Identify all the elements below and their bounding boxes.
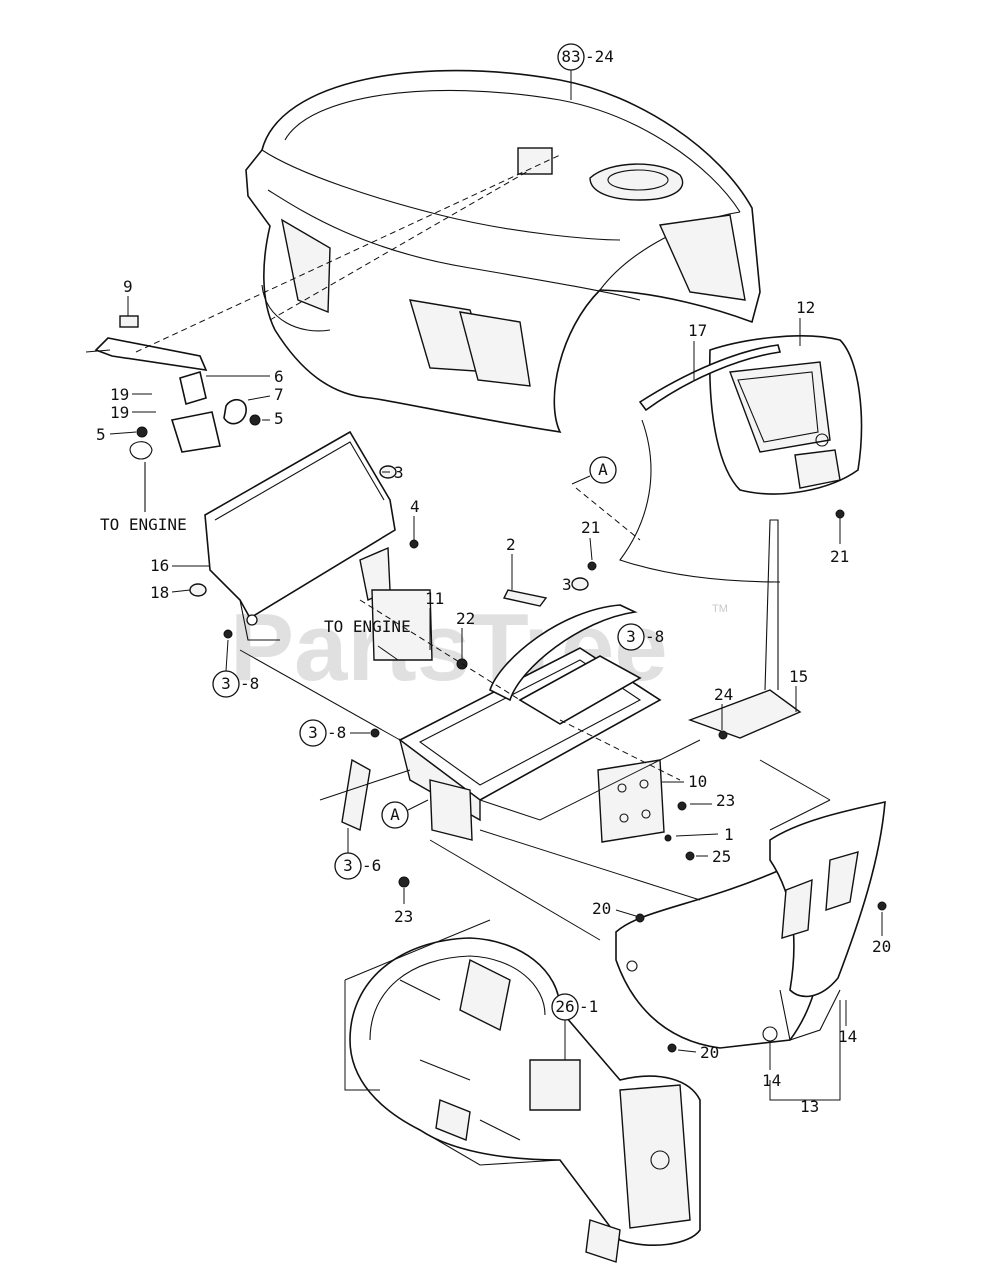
callout-3-8-b: 3 -8 bbox=[299, 719, 370, 747]
part-label-23-left: 23 bbox=[394, 907, 413, 926]
part-label-23-right: 23 bbox=[716, 791, 735, 810]
part-label-9: 9 bbox=[123, 277, 133, 296]
hood-latch-part bbox=[85, 315, 247, 512]
part-label-18: 18 bbox=[150, 583, 169, 602]
callout-A-top-label: A bbox=[598, 460, 608, 479]
part-label-14-left: 14 bbox=[762, 1071, 781, 1090]
assembly-lines bbox=[144, 480, 841, 1101]
part-label-17: 17 bbox=[688, 321, 707, 340]
part-label-20-bottom: 20 bbox=[700, 1043, 719, 1062]
part-label-16: 16 bbox=[150, 556, 169, 575]
callout-3-8-c: 3 -8 bbox=[617, 623, 664, 651]
part-label-21-right: 21 bbox=[830, 547, 849, 566]
part-label-3-top: 3 bbox=[394, 463, 404, 482]
part-number-labels: 9 6 19 19 7 5 5 12 17 3 4 21 21 16 2 3 1… bbox=[96, 277, 891, 1116]
callout-3-8-a: 3 -8 bbox=[212, 639, 259, 698]
part-label-15: 15 bbox=[789, 667, 808, 686]
callout-A-bottom: A bbox=[381, 799, 429, 829]
hood-part bbox=[245, 69, 761, 434]
transmission-part bbox=[349, 937, 701, 1263]
part-label-7: 7 bbox=[274, 385, 284, 404]
callout-26-circled: 26 bbox=[555, 997, 574, 1016]
callout-3-8-a-circled: 3 bbox=[221, 674, 231, 693]
part-label-22: 22 bbox=[456, 609, 475, 628]
side-panel-part bbox=[204, 430, 396, 641]
part-label-1: 1 bbox=[724, 825, 734, 844]
trademark-mark: TM bbox=[712, 603, 728, 615]
part-label-3-mid: 3 bbox=[562, 575, 572, 594]
note-to-engine-left: TO ENGINE bbox=[100, 515, 187, 534]
part-label-6: 6 bbox=[274, 367, 284, 386]
part-label-2: 2 bbox=[506, 535, 516, 554]
lower-cover-part bbox=[615, 800, 886, 1049]
part-label-19b: 19 bbox=[110, 403, 129, 422]
callout-83-circled: 83 bbox=[561, 47, 580, 66]
callout-3-6-suffix: -6 bbox=[362, 856, 381, 875]
part-label-13: 13 bbox=[800, 1097, 819, 1116]
dashed-alignment-lines bbox=[135, 154, 681, 781]
callout-A-top: A bbox=[571, 456, 617, 485]
part-label-21-left: 21 bbox=[581, 518, 600, 537]
callout-3-8-c-suffix: -8 bbox=[645, 627, 664, 646]
part-label-5-left: 5 bbox=[96, 425, 106, 444]
callout-3-8-c-circled: 3 bbox=[626, 627, 636, 646]
part-label-14-right: 14 bbox=[838, 1027, 857, 1046]
part-label-24: 24 bbox=[714, 685, 733, 704]
part-label-11: 11 bbox=[425, 589, 444, 608]
part-label-20-right: 20 bbox=[872, 937, 891, 956]
part-label-20-top: 20 bbox=[592, 899, 611, 918]
part-label-10: 10 bbox=[688, 772, 707, 791]
callout-3-8-a-suffix: -8 bbox=[240, 674, 259, 693]
callout-3-6: 3 -6 bbox=[334, 828, 381, 880]
callout-83-24: 83 -24 bbox=[557, 43, 614, 100]
note-to-engine-center: TO ENGINE bbox=[324, 617, 411, 636]
part-label-25: 25 bbox=[712, 847, 731, 866]
part-label-12: 12 bbox=[796, 298, 815, 317]
dash-panel-part bbox=[619, 335, 863, 583]
callout-26-suffix: -1 bbox=[579, 997, 598, 1016]
callout-26-1: 26 -1 bbox=[551, 993, 598, 1060]
callout-3-8-b-suffix: -8 bbox=[327, 723, 346, 742]
callout-3-8-b-circled: 3 bbox=[308, 723, 318, 742]
part-label-5-right: 5 bbox=[274, 409, 284, 428]
callout-83-suffix: -24 bbox=[585, 47, 614, 66]
part-9-shape bbox=[119, 315, 139, 328]
callout-3-6-circled: 3 bbox=[343, 856, 353, 875]
frame-assembly bbox=[341, 519, 802, 843]
part-label-19a: 19 bbox=[110, 385, 129, 404]
part-label-4: 4 bbox=[410, 497, 420, 516]
callout-A-bottom-label: A bbox=[390, 805, 400, 824]
